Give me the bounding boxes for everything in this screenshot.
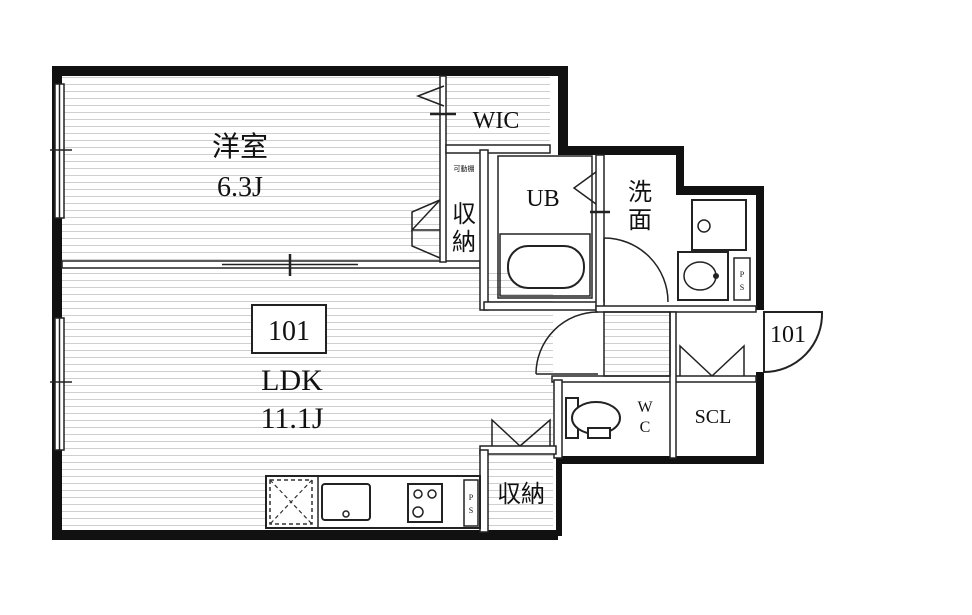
- stove-icon: [407, 483, 443, 523]
- shoe-closet-door-icon: [679, 344, 745, 377]
- washroom-ps: [733, 257, 751, 301]
- left-windows: [50, 83, 72, 451]
- washing-machine-icon: [691, 199, 747, 251]
- refrigerator-space-icon: [269, 479, 313, 525]
- western-room-size: 6.3J: [217, 172, 263, 203]
- washroom-door-icon: [603, 237, 669, 303]
- scl-label: SCL: [695, 406, 732, 428]
- kitchen-sink-icon: [321, 483, 371, 521]
- storage-hall-label: 収納: [497, 481, 545, 508]
- kadouwaku-label: 可動棚: [454, 164, 475, 173]
- unit-number: 101: [268, 316, 310, 347]
- wash-basin-icon: [677, 251, 729, 301]
- kitchen-ps-label-2: S: [469, 506, 473, 515]
- unit-number-box: [251, 304, 327, 354]
- kitchen-ps-label-1: P: [469, 493, 474, 502]
- entrance-step: [603, 311, 671, 377]
- ldk-name: LDK: [261, 364, 323, 397]
- washroom-ps-label-1: P: [740, 270, 745, 279]
- entrance-door-icon: [763, 311, 824, 374]
- wic-door-icon: [415, 85, 456, 116]
- bathtub-icon: [499, 233, 591, 297]
- washroom-ps-label-2: S: [740, 283, 744, 292]
- ub-label: UB: [526, 186, 559, 212]
- ldk-size: 11.1J: [260, 402, 323, 435]
- kitchen-ps: [463, 479, 479, 527]
- wc-label-2: C: [640, 419, 651, 436]
- washroom-label-1: 洗: [628, 179, 652, 206]
- outer-walls: [52, 66, 764, 540]
- storage-bedroom-label-1: 収: [452, 201, 476, 228]
- storage-bedroom-label-2: 納: [452, 229, 476, 256]
- ldk-door-icon: [535, 311, 599, 375]
- bedroom-storage-door-icon: [411, 199, 441, 259]
- wic-label: WIC: [473, 108, 520, 134]
- ub-door-icon: [572, 171, 610, 214]
- toilet-icon: [565, 397, 621, 439]
- ldk-storage-door-icon: [491, 418, 551, 447]
- washroom-label-2: 面: [628, 208, 652, 234]
- western-room-name: 洋室: [212, 131, 268, 163]
- wc-label-1: W: [637, 399, 653, 416]
- entrance-number: 101: [770, 322, 806, 348]
